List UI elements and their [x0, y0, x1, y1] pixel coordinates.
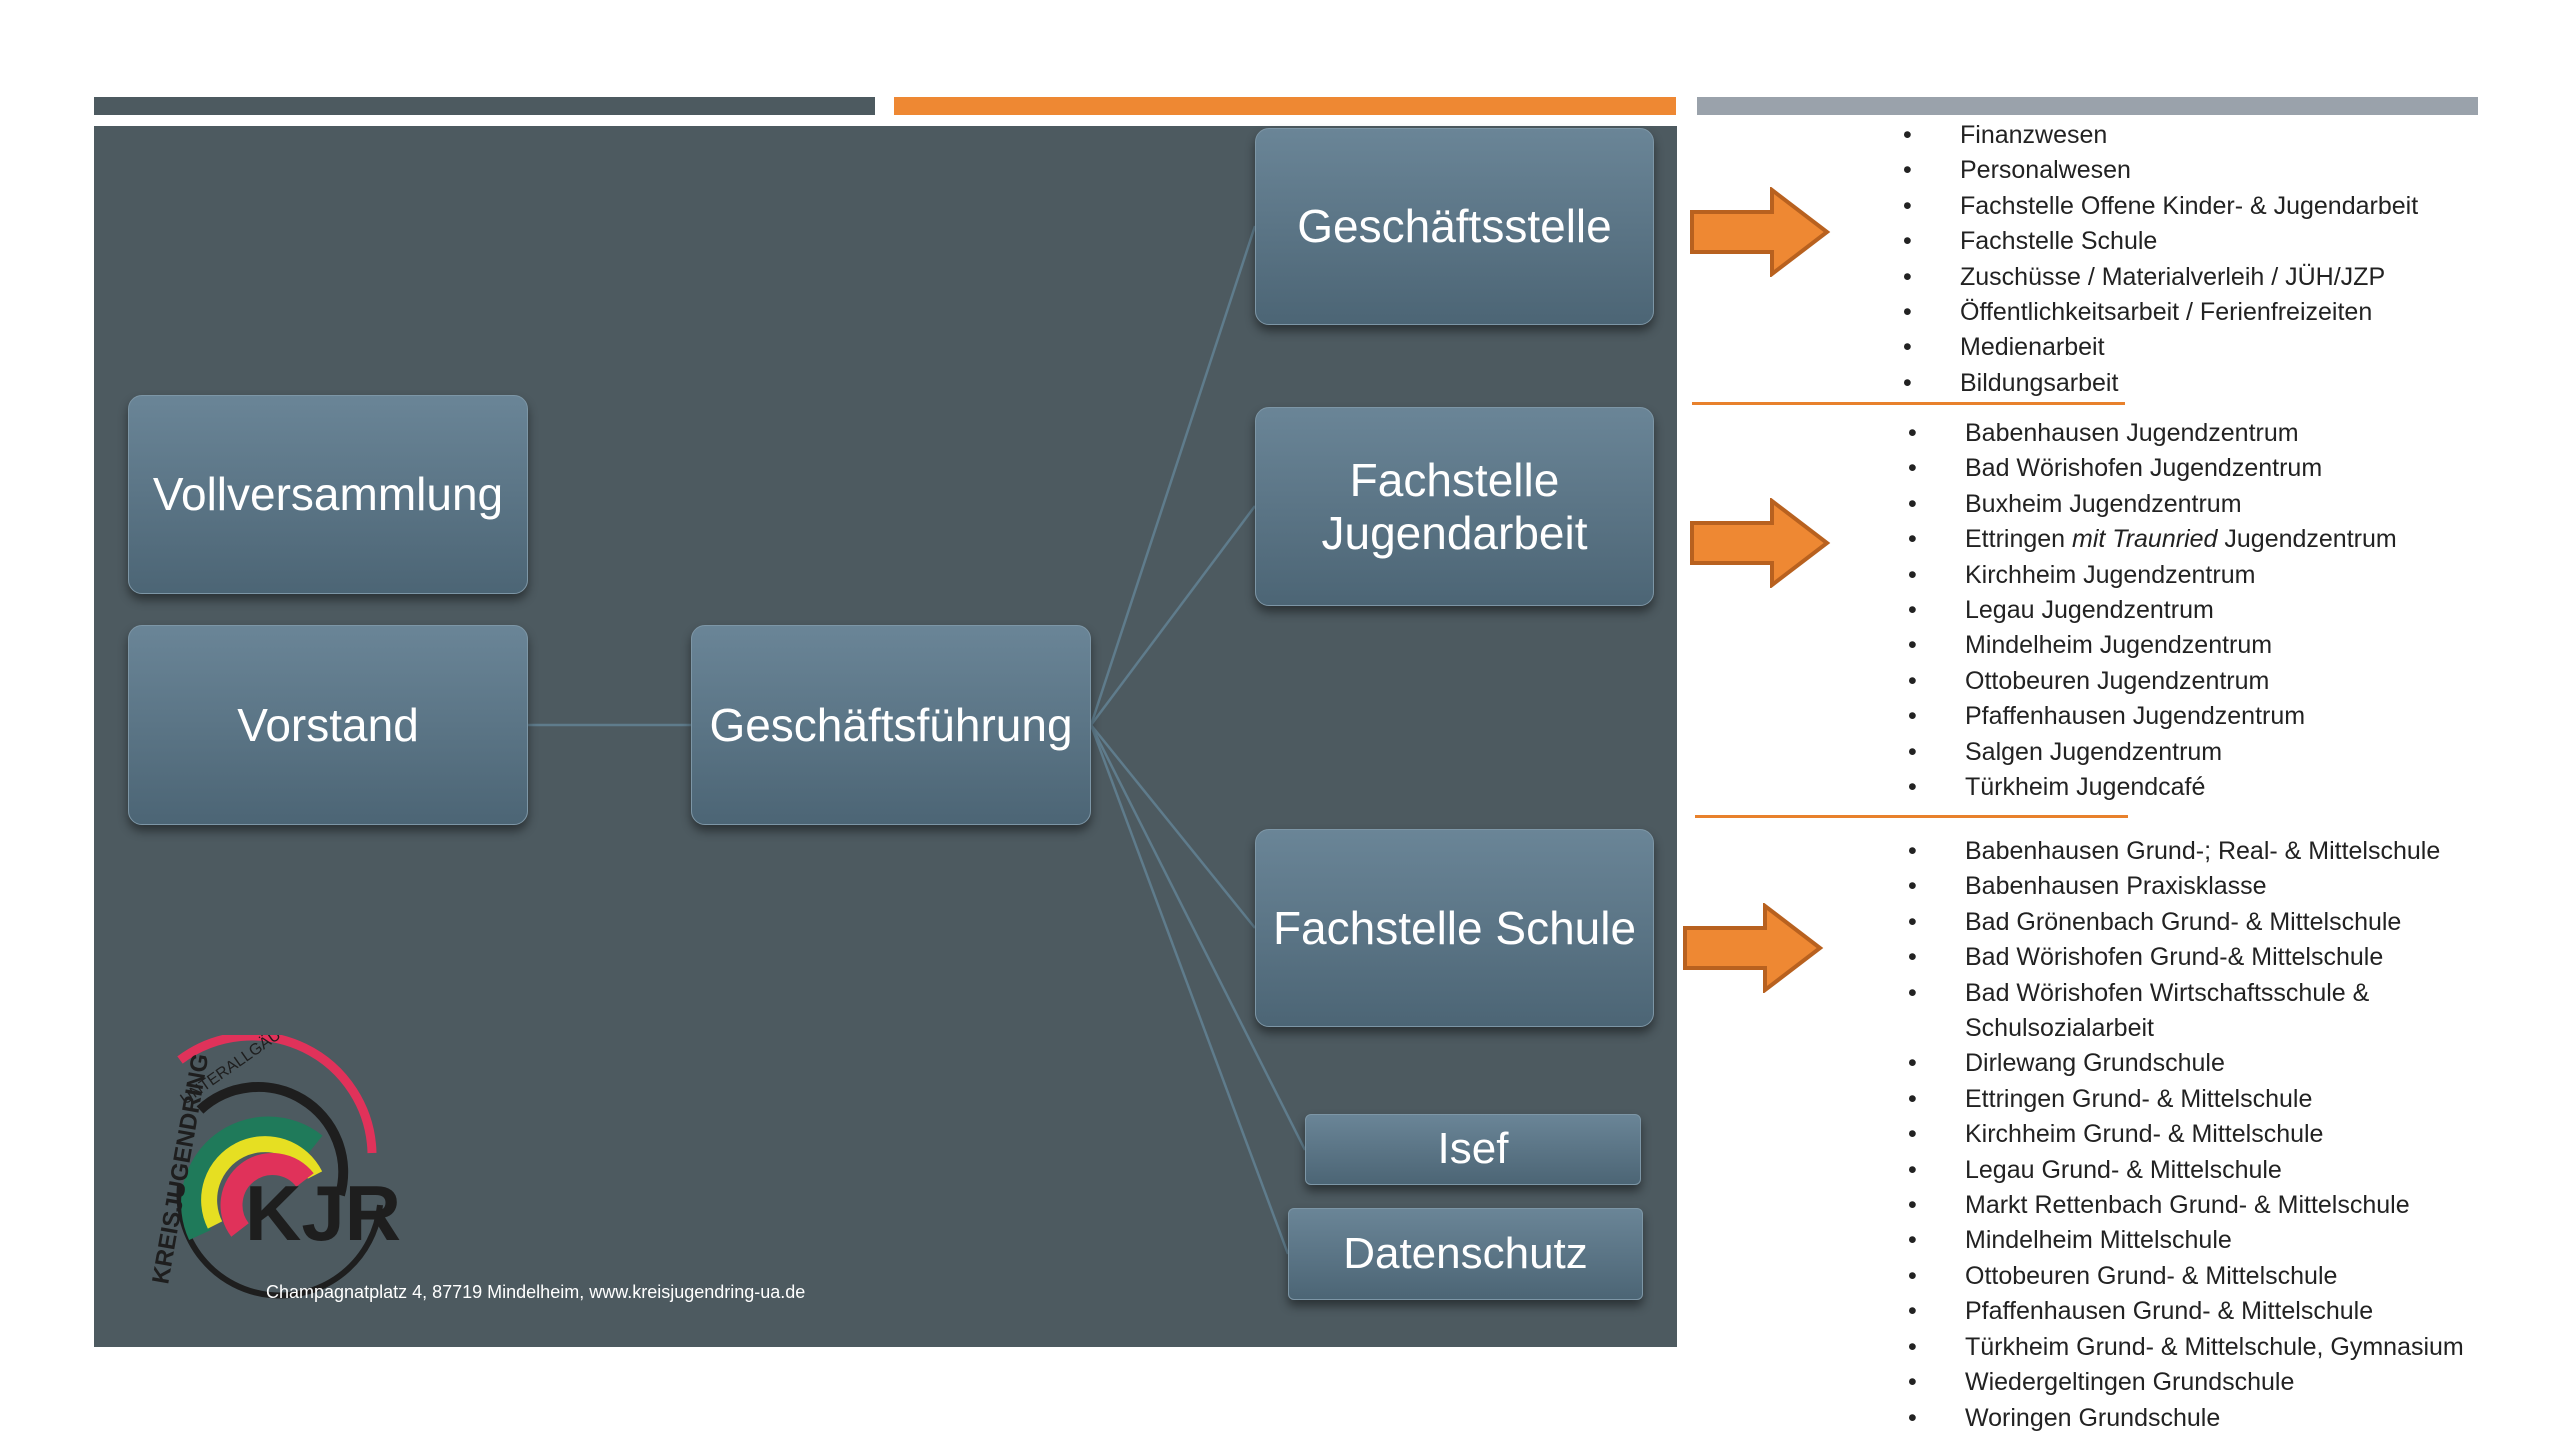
list-item: Pfaffenhausen Jugendzentrum	[1908, 699, 2397, 735]
list-item: Mindelheim Jugendzentrum	[1908, 628, 2397, 664]
box-fachstelle-schule: Fachstelle Schule	[1255, 829, 1654, 1027]
list-item: Salgen Jugendzentrum	[1908, 735, 2397, 771]
list-item: Dirlewang Grundschule	[1908, 1046, 2548, 1082]
kjr-logo: KJR UNTERALLGÄU KREISJUGENDRING	[147, 1035, 401, 1299]
list-item: Mindelheim Mittelschule	[1908, 1223, 2548, 1259]
list-item: Bad Grönenbach Grund- & Mittelschule	[1908, 905, 2548, 941]
list-item: Personalwesen	[1903, 153, 2418, 189]
box-label: Vorstand	[237, 698, 419, 751]
box-label: Datenschutz	[1343, 1228, 1588, 1278]
address-text: Champagnatplatz 4, 87719 Mindelheim, www…	[266, 1282, 806, 1302]
box-vorstand: Vorstand	[128, 625, 528, 825]
list-item: Babenhausen Jugendzentrum	[1908, 416, 2397, 452]
list-item: Bad Wörishofen Wirtschaftsschule & Schul…	[1908, 976, 2548, 1047]
list-item: Finanzwesen	[1903, 118, 2418, 154]
list-item: Fachstelle Schule	[1903, 224, 2418, 260]
arrow-right-icon	[1690, 187, 1831, 277]
list-item: Wiedergeltingen Grundschule	[1908, 1365, 2548, 1401]
list-item: Medienarbeit	[1903, 330, 2418, 366]
box-geschaeftsstelle: Geschäftsstelle	[1255, 128, 1654, 325]
divider	[1695, 815, 2128, 818]
list-jugendarbeit: Babenhausen JugendzentrumBad Wörishofen …	[1908, 416, 2397, 806]
arrow-right-icon	[1683, 903, 1824, 993]
list-item: Öffentlichkeitsarbeit / Ferienfreizeiten	[1903, 295, 2418, 331]
box-vollversammlung: Vollversammlung	[128, 395, 528, 594]
list-item: Kirchheim Grund- & Mittelschule	[1908, 1117, 2548, 1153]
divider	[1692, 402, 2125, 405]
connector-schule	[1090, 724, 1256, 929]
arrow-right-icon	[1690, 498, 1831, 588]
list-item: Türkheim Grund- & Mittelschule, Gymnasiu…	[1908, 1330, 2548, 1366]
list-item: Ettringen Grund- & Mittelschule	[1908, 1082, 2548, 1118]
list-item: Pfaffenhausen Grund- & Mittelschule	[1908, 1294, 2548, 1330]
list-item: Babenhausen Grund-; Real- & Mittelschule	[1908, 834, 2548, 870]
list-item: Kirchheim Jugendzentrum	[1908, 558, 2397, 594]
list-item: Ettringen mit Traunried Jugendzentrum	[1908, 522, 2397, 558]
box-label: Geschäftsstelle	[1297, 200, 1612, 253]
connector-jugendarbeit	[1089, 505, 1257, 726]
list-geschaeftsstelle: FinanzwesenPersonalwesenFachstelle Offen…	[1903, 118, 2418, 402]
list-item: Bildungsarbeit	[1903, 366, 2418, 402]
list-item: Fachstelle Offene Kinder- & Jugendarbeit	[1903, 189, 2418, 225]
list-item: Legau Jugendzentrum	[1908, 593, 2397, 629]
list-item-part: Ettringen	[1965, 525, 2073, 554]
connector-geschaeftsstelle	[1089, 225, 1257, 726]
box-label: Vollversammlung	[152, 468, 504, 521]
list-item: Türkheim Jugendcafé	[1908, 770, 2397, 806]
list-item: Bad Wörishofen Grund-& Mittelschule	[1908, 940, 2548, 976]
header-bar-gray	[1697, 97, 2478, 115]
list-item-part: Jugendzentrum	[2217, 525, 2397, 554]
list-item: Ottobeuren Grund- & Mittelschule	[1908, 1259, 2548, 1295]
list-item: Markt Rettenbach Grund- & Mittelschule	[1908, 1188, 2548, 1224]
list-item: Legau Grund- & Mittelschule	[1908, 1153, 2548, 1189]
list-item: Buxheim Jugendzentrum	[1908, 487, 2397, 523]
connector-datenschutz	[1089, 724, 1290, 1255]
header-bar-orange	[894, 97, 1676, 115]
box-fachstelle-jugendarbeit: Fachstelle Jugendarbeit	[1255, 407, 1654, 606]
header-bar-dark	[94, 97, 875, 115]
box-label: Geschäftsführung	[709, 698, 1073, 751]
box-label: Isef	[1437, 1124, 1509, 1174]
box-label: Fachstelle Schule	[1272, 901, 1637, 954]
list-item: Babenhausen Praxisklasse	[1908, 869, 2548, 905]
box-label: Fachstelle Jugendarbeit	[1321, 453, 1588, 559]
list-item: Zuschüsse / Materialverleih / JÜH/JZP	[1903, 260, 2418, 296]
list-item: Woringen Grundschule	[1908, 1401, 2548, 1437]
list-item: Bad Wörishofen Jugendzentrum	[1908, 451, 2397, 487]
connector-isef	[1089, 724, 1307, 1151]
svg-text:KJR: KJR	[245, 1169, 401, 1257]
list-item-part: mit Traunried	[2072, 525, 2218, 554]
box-datenschutz: Datenschutz	[1288, 1208, 1643, 1300]
list-schule: Babenhausen Grund-; Real- & Mittelschule…	[1908, 834, 2548, 1436]
list-item: Ottobeuren Jugendzentrum	[1908, 664, 2397, 700]
box-geschaeftsfuehrung: Geschäftsführung	[691, 625, 1091, 825]
box-isef: Isef	[1305, 1114, 1641, 1185]
